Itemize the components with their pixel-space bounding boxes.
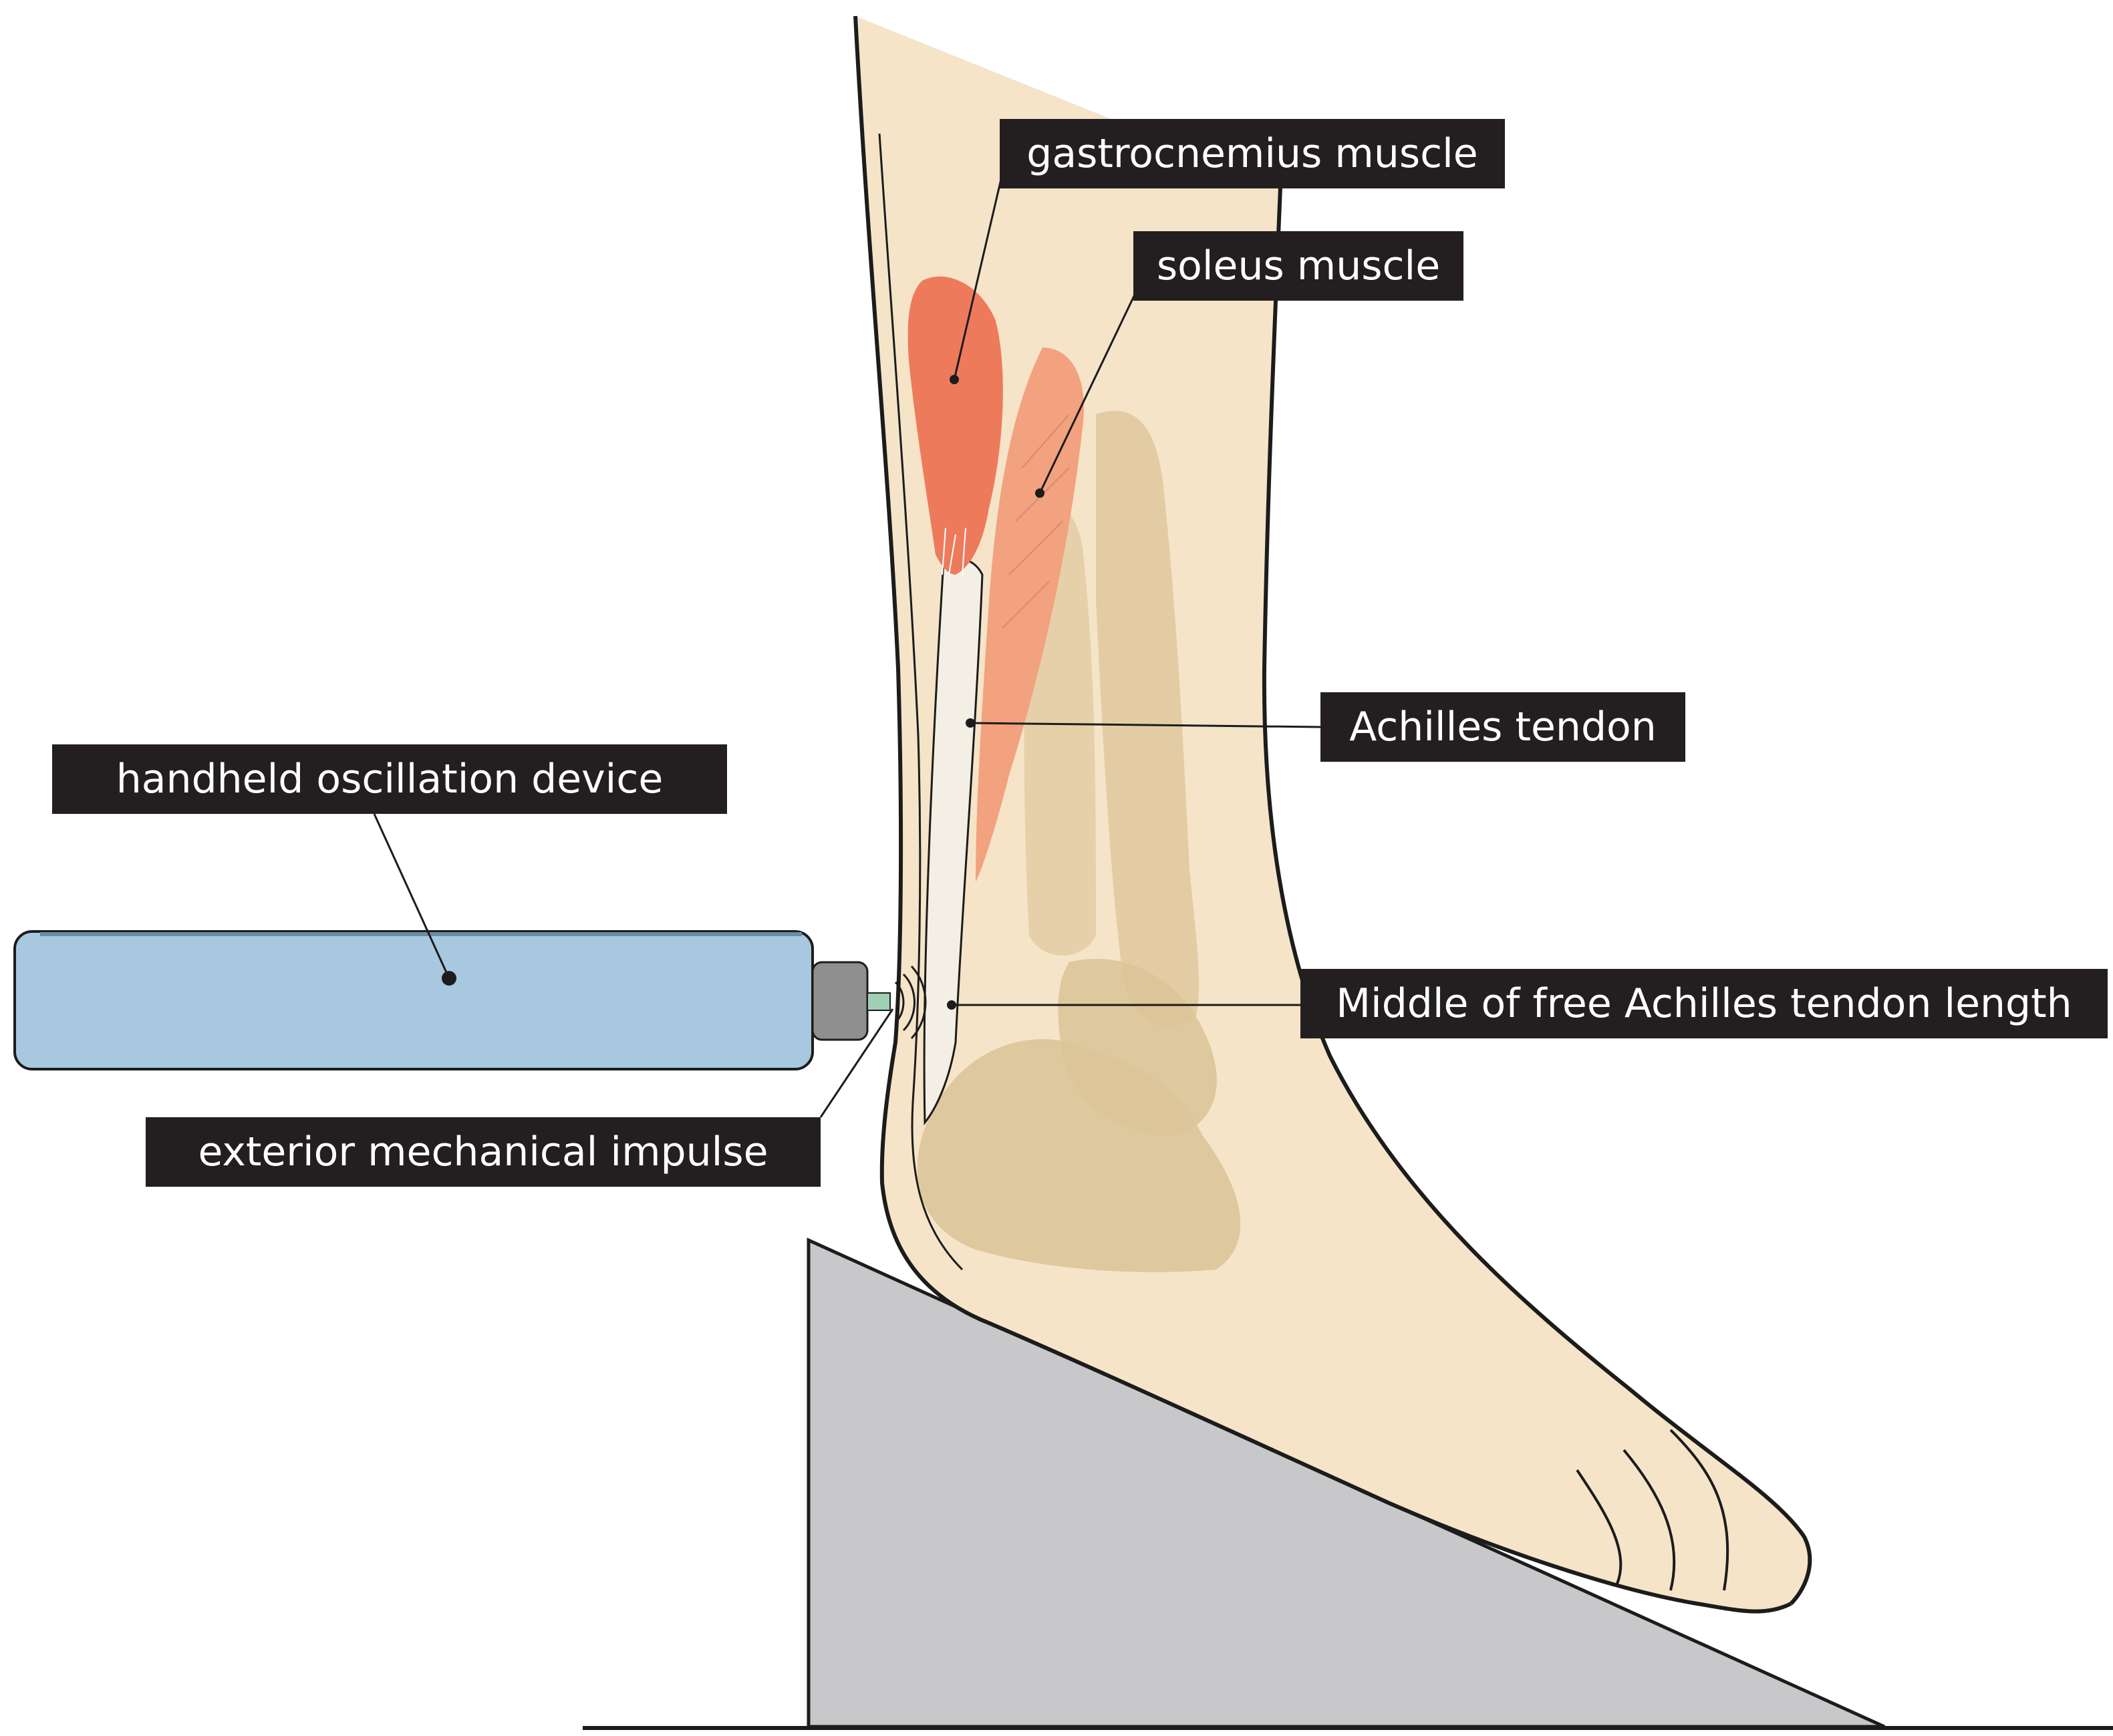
leg-back-outline <box>853 15 1792 1614</box>
point-device <box>442 971 456 986</box>
label-middle-of-free-achilles-tendon-length: Middle of free Achilles tendon length <box>1300 969 2108 1038</box>
gastrocnemius-muscle <box>907 276 1003 575</box>
device-tip <box>811 961 869 1041</box>
leader-device <box>373 813 450 979</box>
label-soleus-muscle: soleus muscle <box>1133 231 1463 301</box>
leader-achilles <box>970 722 1321 728</box>
leader-gastrocnemius <box>953 156 1008 380</box>
point-achilles <box>966 718 975 728</box>
talus-bone <box>1058 958 1217 1136</box>
leg-front-outline <box>1262 186 1812 1606</box>
achilles-tendon <box>923 557 984 1126</box>
point-middle <box>947 1000 956 1010</box>
leg-inner-line <box>878 133 964 1271</box>
impulse-waves <box>894 965 927 1040</box>
label-gastrocnemius-muscle: gastrocnemius muscle <box>1000 119 1505 188</box>
device-body <box>13 930 814 1070</box>
label-handheld-oscillation-device: handheld oscillation device <box>52 744 727 814</box>
label-achilles-tendon: Achilles tendon <box>1320 692 1685 762</box>
leader-impulse <box>819 1008 894 1118</box>
label-exterior-mechanical-impulse: exterior mechanical impulse <box>146 1117 821 1187</box>
point-soleus <box>1035 488 1044 498</box>
leader-soleus <box>1038 280 1143 494</box>
point-gastrocnemius <box>950 375 959 384</box>
toe-lines <box>1576 1429 1729 1591</box>
tibia-bone <box>1096 410 1200 1027</box>
soleus-muscle <box>976 347 1084 882</box>
device-probe <box>867 992 891 1011</box>
gastrocnemius-fibers <box>942 527 966 575</box>
